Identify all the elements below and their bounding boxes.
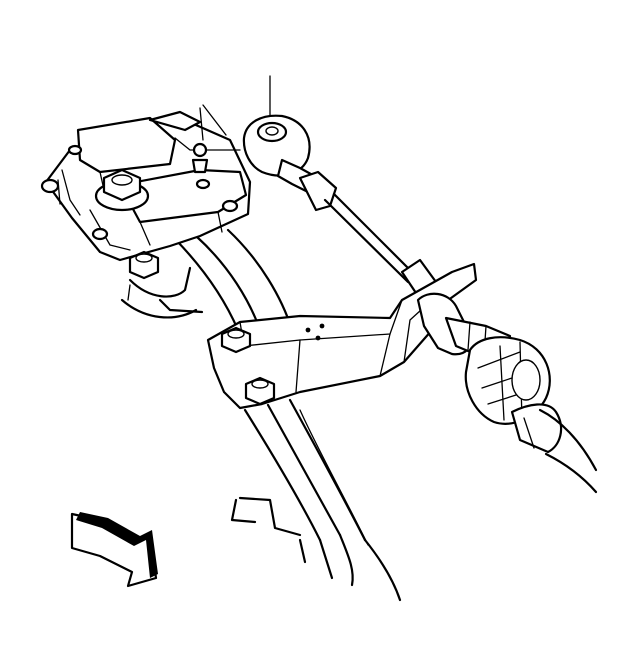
- actuator-center-nut: [94, 168, 150, 212]
- view-direction-arrow-icon: [70, 512, 158, 588]
- vehicle-frame: [120, 228, 402, 602]
- actuator-ball-stud: [191, 142, 209, 174]
- cable-end-grommet: [242, 114, 320, 196]
- bracket-bolt-lower: [244, 376, 276, 406]
- lower-mount-bolt: [128, 250, 160, 280]
- shift-actuator-housing: [40, 110, 252, 280]
- shift-cable-rod: [298, 170, 438, 298]
- shift-cable-sheath: [510, 403, 598, 494]
- cable-end-fitting: [416, 292, 551, 425]
- bracket-bolt-upper: [220, 326, 252, 354]
- actuator-bolts: [40, 144, 239, 241]
